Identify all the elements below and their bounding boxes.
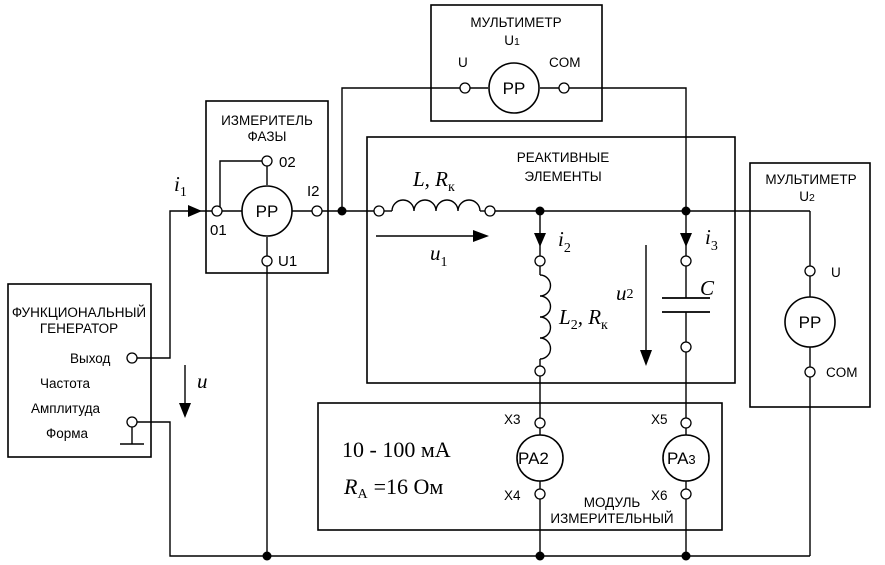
- symbol-l2-rk: L2, Rк: [558, 305, 608, 333]
- reactive-title-line2: ЭЛЕМЕНТЫ: [524, 169, 601, 184]
- inductor-l1: [391, 199, 481, 212]
- symbol-i3: i3: [705, 225, 718, 254]
- phase-meter-title-line2: ФАЗЫ: [248, 129, 287, 144]
- phase-meter-dial: [241, 185, 293, 237]
- pa3-label: PA3: [667, 449, 696, 468]
- module-range-text: 10 - 100 мА: [342, 437, 451, 462]
- phase-meter-term-i2: I2: [307, 183, 320, 200]
- terminal-x4-label: X4: [504, 488, 521, 503]
- multimeter-1-subtitle: U1: [504, 33, 520, 48]
- junction-dots: [262, 206, 691, 561]
- multimeter-1-term-u: U: [458, 55, 468, 70]
- symbol-i1: i1: [174, 172, 187, 200]
- terminal-x3-label: X3: [504, 412, 521, 427]
- phase-meter-term-o2: 02: [279, 154, 296, 171]
- symbol-u2: u2: [616, 281, 634, 305]
- generator-output-label: Выход: [70, 351, 111, 366]
- generator-title-line1: ФУНКЦИОНАЛЬНЫЙ: [12, 305, 146, 320]
- multimeter-2-dial: [784, 296, 836, 348]
- module-title-line2: ИЗМЕРИТЕЛЬНЫЙ: [550, 511, 673, 526]
- ammeter-pa3: [662, 434, 710, 482]
- multimeter-1-title: МУЛЬТИМЕТР: [470, 15, 561, 30]
- phase-meter-term-u1: U1: [278, 253, 297, 270]
- phase-meter-term-o1: 01: [210, 222, 227, 239]
- reactive-title-line1: РЕАКТИВНЫЕ: [517, 150, 610, 165]
- phase-meter-title-line1: ИЗМЕРИТЕЛЬ: [221, 113, 313, 128]
- module-title-line1: МОДУЛЬ: [584, 495, 641, 510]
- generator-amplitude-label: Амплитуда: [31, 401, 101, 416]
- wires: [120, 87, 811, 557]
- multimeter-1-term-com: COM: [549, 55, 581, 70]
- generator-form-label: Форма: [46, 426, 89, 441]
- multimeter-2-subtitle: U2: [799, 189, 815, 204]
- capacitor-c: [662, 297, 710, 313]
- symbol-i2: i2: [558, 227, 571, 256]
- module-ra-text: RA=16 Ом: [343, 474, 443, 502]
- measuring-module-box: [317, 402, 723, 531]
- symbol-c: C: [700, 276, 715, 300]
- terminal-x5-label: X5: [651, 412, 668, 427]
- terminals: [126, 82, 816, 500]
- generator-title-line2: ГЕНЕРАТОР: [40, 321, 118, 336]
- multimeter-2-term-com: COM: [826, 365, 858, 380]
- inductor-l2: [539, 274, 552, 360]
- arrows: [179, 205, 692, 418]
- pa2-label: PA2: [518, 449, 549, 468]
- symbol-l1-rk: L, Rк: [412, 167, 455, 195]
- symbol-u1: u1: [430, 241, 448, 270]
- multimeter-1-label: PP: [503, 79, 526, 98]
- function-generator-box: [7, 283, 152, 458]
- symbol-u: u: [197, 369, 208, 393]
- phase-meter-label: PP: [256, 202, 279, 221]
- terminal-x6-label: X6: [651, 488, 668, 503]
- multimeter-1-dial: [488, 62, 540, 114]
- multimeter-2-title: МУЛЬТИМЕТР: [765, 172, 856, 187]
- multimeter-2-term-u: U: [831, 265, 841, 280]
- ammeter-pa2: [516, 434, 564, 482]
- generator-frequency-label: Частота: [40, 376, 91, 391]
- reactive-elements-box: [366, 136, 736, 384]
- multimeter-2-label: PP: [799, 313, 822, 332]
- multimeter-1-box: [430, 4, 603, 122]
